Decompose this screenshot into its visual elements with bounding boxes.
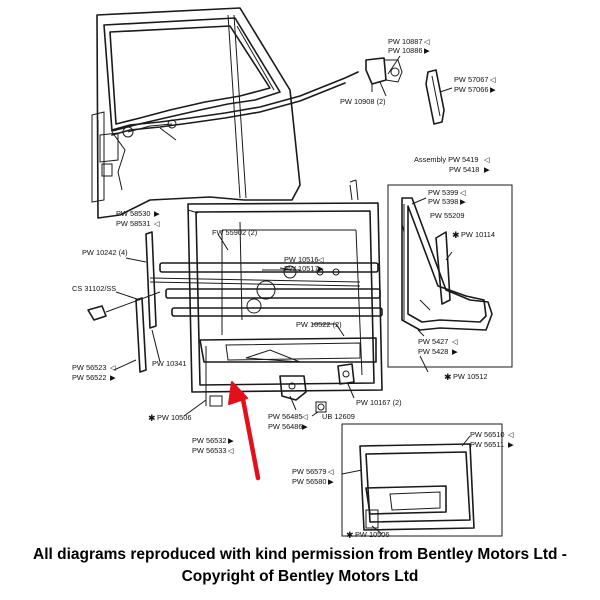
marker-left: ◁ <box>154 219 160 228</box>
red-arrow-head <box>228 381 248 405</box>
label-pw10516: PW 10516 <box>284 255 319 264</box>
waist-strip-left <box>145 231 157 329</box>
leader-lines <box>113 55 471 535</box>
marker-right: ▶ <box>460 197 466 206</box>
marker-right: ▶ <box>452 347 458 356</box>
part-labels: PW 10887 ◁ PW 10886 ▶ PW 10908 (2) PW 57… <box>72 37 514 540</box>
label-fw55902: FW 55902 (2) <box>212 228 257 237</box>
regulator-arm <box>111 71 359 191</box>
marker-right: ▶ <box>110 373 116 382</box>
marker-left: ◁ <box>110 363 116 372</box>
label-pw56511: PW 56511 <box>470 440 504 449</box>
label-pw10908: PW 10908 (2) <box>340 97 386 106</box>
label-pw5418: PW 5418 <box>449 165 479 174</box>
hinge-bracket <box>365 57 403 92</box>
label-assembly5419: Assembly PW 5419 <box>414 155 479 164</box>
marker-left: ◁ <box>484 155 490 164</box>
red-arrow-shaft <box>239 391 261 481</box>
label-pw56486: PW 56486 <box>268 422 303 431</box>
marker-right: ▶ <box>154 209 160 218</box>
label-pw10887: PW 10887 <box>388 37 423 46</box>
label-pw57066: PW 57066 <box>454 85 489 94</box>
marker-right: ▶ <box>228 436 234 445</box>
window-glass-frame <box>187 179 383 393</box>
label-pw10512: PW 10512 <box>453 372 488 381</box>
marker-right: ▶ <box>318 264 324 273</box>
label-pw5398: PW 5398 <box>428 197 458 206</box>
label-pw56579: PW 56579 <box>292 467 327 476</box>
label-pw10886: PW 10886 <box>388 46 423 55</box>
label-pw10341: PW 10341 <box>152 359 187 368</box>
label-pw58530: PW 58530 <box>116 209 151 218</box>
marker-right: ▶ <box>302 422 308 431</box>
caption-line-2: Copyright of Bentley Motors Ltd <box>181 568 419 585</box>
label-pw10506a: PW 10506 <box>157 413 192 422</box>
copyright-caption: All diagrams reproduced with kind permis… <box>0 544 600 588</box>
detail-box <box>341 423 503 537</box>
red-arrow <box>228 381 261 481</box>
marker-left: ◁ <box>460 188 466 197</box>
label-pw5399: PW 5399 <box>428 188 458 197</box>
marker-left: ◁ <box>328 467 334 476</box>
marker-right: ▶ <box>508 440 514 449</box>
label-pw58531: PW 58531 <box>116 219 151 228</box>
marker-star: ✱ <box>346 531 354 540</box>
marker-left: ◁ <box>508 430 514 439</box>
cs-handle <box>87 291 161 321</box>
marker-left: ◁ <box>302 412 308 421</box>
label-pw56510: PW 56510 <box>470 430 505 439</box>
marker-star: ✱ <box>444 373 452 383</box>
label-pw10167: PW 10167 (2) <box>356 398 402 407</box>
label-pw10522: PW 10522 (2) <box>296 320 342 329</box>
marker-right: ▶ <box>328 477 334 486</box>
clip-pw10167 <box>337 363 355 385</box>
label-pw56522: PW 56522 <box>72 373 107 382</box>
clip-ub12609 <box>315 401 327 413</box>
label-pw57067: PW 57067 <box>454 75 489 84</box>
marker-star: ✱ <box>148 414 156 424</box>
assembly-box <box>387 184 513 368</box>
guide-rails <box>149 262 383 317</box>
parts-diagram: PW 10887 ◁ PW 10886 ▶ PW 10908 (2) PW 57… <box>72 7 514 540</box>
label-pw56523: PW 56523 <box>72 363 107 372</box>
marker-left: ◁ <box>452 337 458 346</box>
label-pw10517: PW 10517 <box>284 264 319 273</box>
marker-left: ◁ <box>424 37 430 46</box>
label-pw55209: PW 55209 <box>430 211 465 220</box>
lower-bracket <box>279 375 307 401</box>
caption-line-1: All diagrams reproduced with kind permis… <box>33 546 567 563</box>
label-pw5427: PW 5427 <box>418 337 448 346</box>
marker-left: ◁ <box>318 255 324 264</box>
marker-right: ▶ <box>424 46 430 55</box>
marker-star: ✱ <box>452 231 460 241</box>
lower-channel <box>199 337 377 407</box>
exploded-door-diagram: PW 10887 ◁ PW 10886 ▶ PW 10908 (2) PW 57… <box>72 7 514 540</box>
label-pw5428: PW 5428 <box>418 347 448 356</box>
label-pw10242: PW 10242 (4) <box>82 248 128 257</box>
label-pw56532: PW 56532 <box>192 436 227 445</box>
marker-right: ▶ <box>490 85 496 94</box>
label-pw56533: PW 56533 <box>192 446 227 455</box>
run-channel-left <box>135 297 147 373</box>
label-cs31102: CS 31102/SS <box>72 284 116 293</box>
label-ub12609: UB 12609 <box>322 412 355 421</box>
marker-right: ▶ <box>484 165 490 174</box>
weatherstrip-channel <box>425 69 445 125</box>
door-shell <box>91 7 301 219</box>
label-pw56485: PW 56485 <box>268 412 303 421</box>
marker-left: ◁ <box>490 75 496 84</box>
label-pw56580: PW 56580 <box>292 477 327 486</box>
marker-left: ◁ <box>228 446 234 455</box>
label-pw10114: PW 10114 <box>461 230 495 239</box>
label-pw10506b: PW 10506 <box>355 530 390 539</box>
